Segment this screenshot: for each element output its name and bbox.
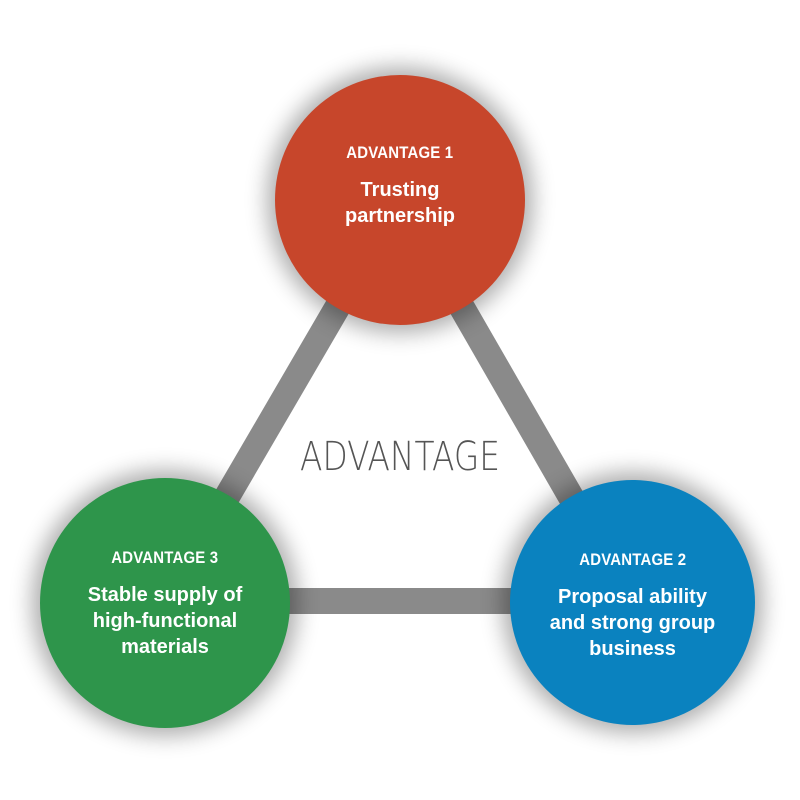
- advantage-3-line: materials: [121, 636, 209, 658]
- advantage-3-line: high-functional: [92, 610, 238, 632]
- advantage-2-line: Proposal ability: [558, 586, 707, 608]
- advantage-2-heading: ADVANTAGE 2: [579, 550, 686, 569]
- advantage-2-text: Proposal ability and strong group busine…: [550, 584, 716, 662]
- advantage-1-circle: ADVANTAGE 1 Trusting partnership: [275, 75, 525, 325]
- advantage-1-line: Trusting: [360, 179, 440, 201]
- advantage-2-line: business: [589, 638, 676, 660]
- center-title: ADVANTAGE: [300, 434, 500, 480]
- advantage-3-text: Stable supply of high-functional materia…: [88, 582, 242, 660]
- advantage-2-line: and strong group: [549, 612, 716, 634]
- advantage-1-text: Trusting partnership: [345, 177, 455, 229]
- advantage-3-line: Stable supply of: [87, 584, 243, 606]
- advantage-1-line: partnership: [344, 205, 456, 227]
- advantage-3-heading: ADVANTAGE 3: [111, 548, 219, 567]
- advantage-2-circle: ADVANTAGE 2 Proposal ability and strong …: [510, 480, 755, 725]
- advantage-1-heading: ADVANTAGE 1: [346, 143, 454, 162]
- advantage-3-circle: ADVANTAGE 3 Stable supply of high-functi…: [40, 478, 290, 728]
